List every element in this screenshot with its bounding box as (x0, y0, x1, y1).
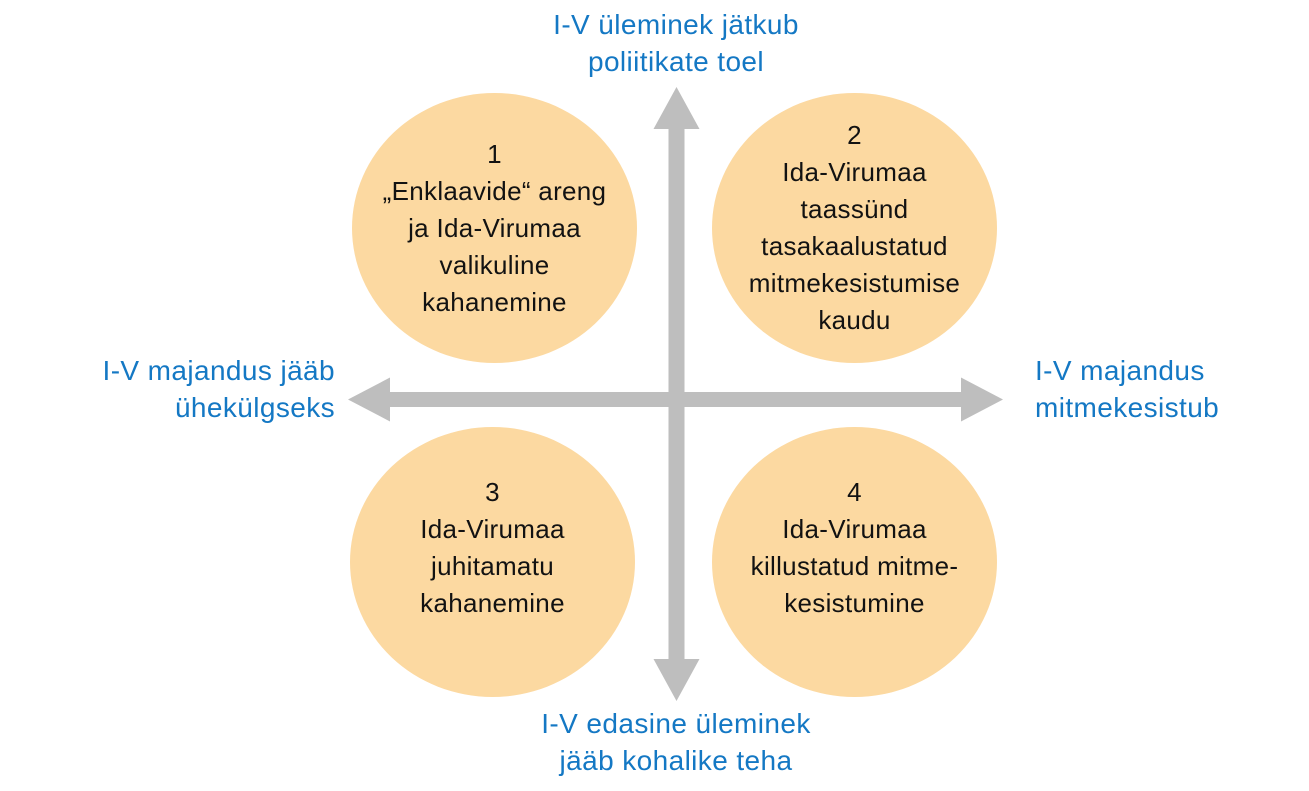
quadrant-circle-4: 4 Ida-Virumaa killustatud mitme- kesistu… (712, 427, 997, 697)
quadrant-2-text: Ida-Virumaa taassünd tasakaalustatud mit… (748, 157, 961, 335)
quadrant-1-text: „Enklaavide“ areng ja Ida-Virumaa valiku… (382, 175, 607, 317)
quadrant-3-text: Ida-Virumaa juhitamatu kahanemine (420, 514, 565, 618)
axis-label-top: I-V üleminek jätkub poliitikate toel (553, 9, 799, 77)
quadrant-3-number: 3 (485, 477, 500, 507)
quadrant-circle-1: 1 „Enklaavide“ areng ja Ida-Virumaa vali… (352, 93, 637, 363)
quadrant-4-text: Ida-Virumaa killustatud mitme- kesistumi… (750, 514, 959, 618)
vertical-axis-arrow (653, 87, 700, 701)
quadrant-circle-3: 3 Ida-Virumaa juhitamatu kahanemine (350, 427, 635, 697)
quadrant-2-number: 2 (847, 120, 862, 150)
axis-label-left: I-V majandus jääb ühekülgseks (102, 355, 335, 423)
quadrant-circle-2: 2 Ida-Virumaa taassünd tasakaalustatud m… (712, 93, 997, 363)
axis-label-right: I-V majandus mitmekesistub (1035, 355, 1220, 423)
quadrant-4-number: 4 (847, 477, 862, 507)
axis-label-bottom: I-V edasine üleminek jääb kohalike teha (541, 708, 811, 776)
quadrant-1-number: 1 (487, 138, 502, 169)
